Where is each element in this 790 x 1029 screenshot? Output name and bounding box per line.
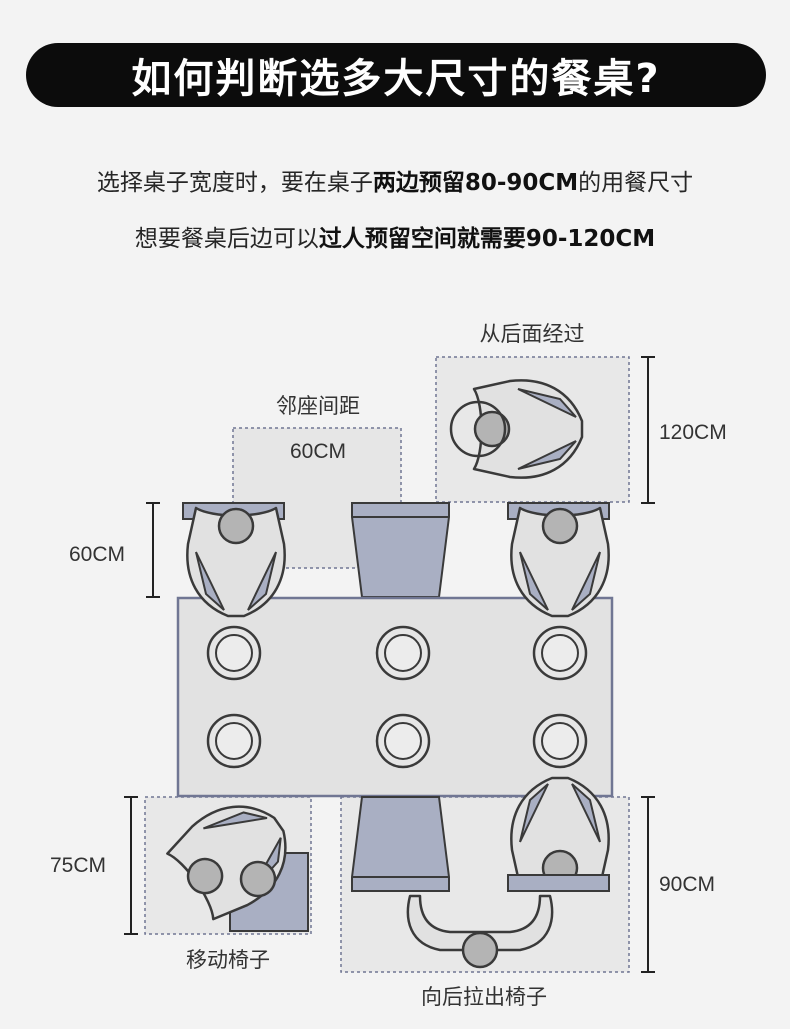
- dim-line-60: [146, 502, 160, 598]
- description-line-1-suffix: 的用餐尺寸: [578, 170, 694, 196]
- person-pulled-chair: [406, 894, 554, 969]
- description-line-2-highlight: 过人预留空间就需要90-120CM: [318, 226, 656, 252]
- title-banner: 如何判断选多大尺寸的餐桌?: [26, 43, 766, 107]
- dim-line-75: [124, 796, 138, 935]
- description-line-2-text: 想要餐桌后边可以: [134, 226, 319, 252]
- description-line-1-highlight: 两边预留80-90CM: [372, 170, 579, 196]
- plate-top-left: [206, 625, 262, 681]
- plate-bottom-right: [532, 713, 588, 769]
- person-bottom-right: [510, 776, 610, 888]
- page-title: 如何判断选多大尺寸的餐桌?: [131, 56, 661, 102]
- dim-label-chair-depth: 60CM: [69, 543, 125, 566]
- dim-label-pull-chair: 90CM: [659, 873, 715, 896]
- label-pass-behind: 从后面经过: [480, 322, 585, 346]
- plate-top-right: [532, 625, 588, 681]
- description-line-2: 想要餐桌后边可以过人预留空间就需要90-120CM: [0, 219, 790, 253]
- moving-person-head: [239, 860, 277, 898]
- plate-bottom-left: [206, 713, 262, 769]
- dim-line-90: [641, 796, 655, 973]
- plate-bottom-middle: [375, 713, 431, 769]
- label-pull-chair: 向后拉出椅子: [421, 985, 547, 1009]
- person-passing-behind: [472, 379, 584, 479]
- person-top-left: [186, 506, 286, 618]
- dim-label-move-chair: 75CM: [50, 854, 106, 877]
- person-top-right: [510, 506, 610, 618]
- label-move-chair: 移动椅子: [186, 948, 270, 972]
- dim-label-pass-behind: 120CM: [659, 421, 727, 444]
- chair-bottom-right: [507, 874, 610, 892]
- value-neighbor-spacing: 60CM: [290, 440, 346, 463]
- dim-line-120: [641, 356, 655, 504]
- label-neighbor-spacing: 邻座间距: [276, 394, 360, 418]
- passing-head-ring: [449, 400, 507, 458]
- description-line-1: 选择桌子宽度时，要在桌子两边预留80-90CM的用餐尺寸: [0, 163, 790, 197]
- plate-top-middle: [375, 625, 431, 681]
- description-line-1-text: 选择桌子宽度时，要在桌子: [96, 170, 373, 196]
